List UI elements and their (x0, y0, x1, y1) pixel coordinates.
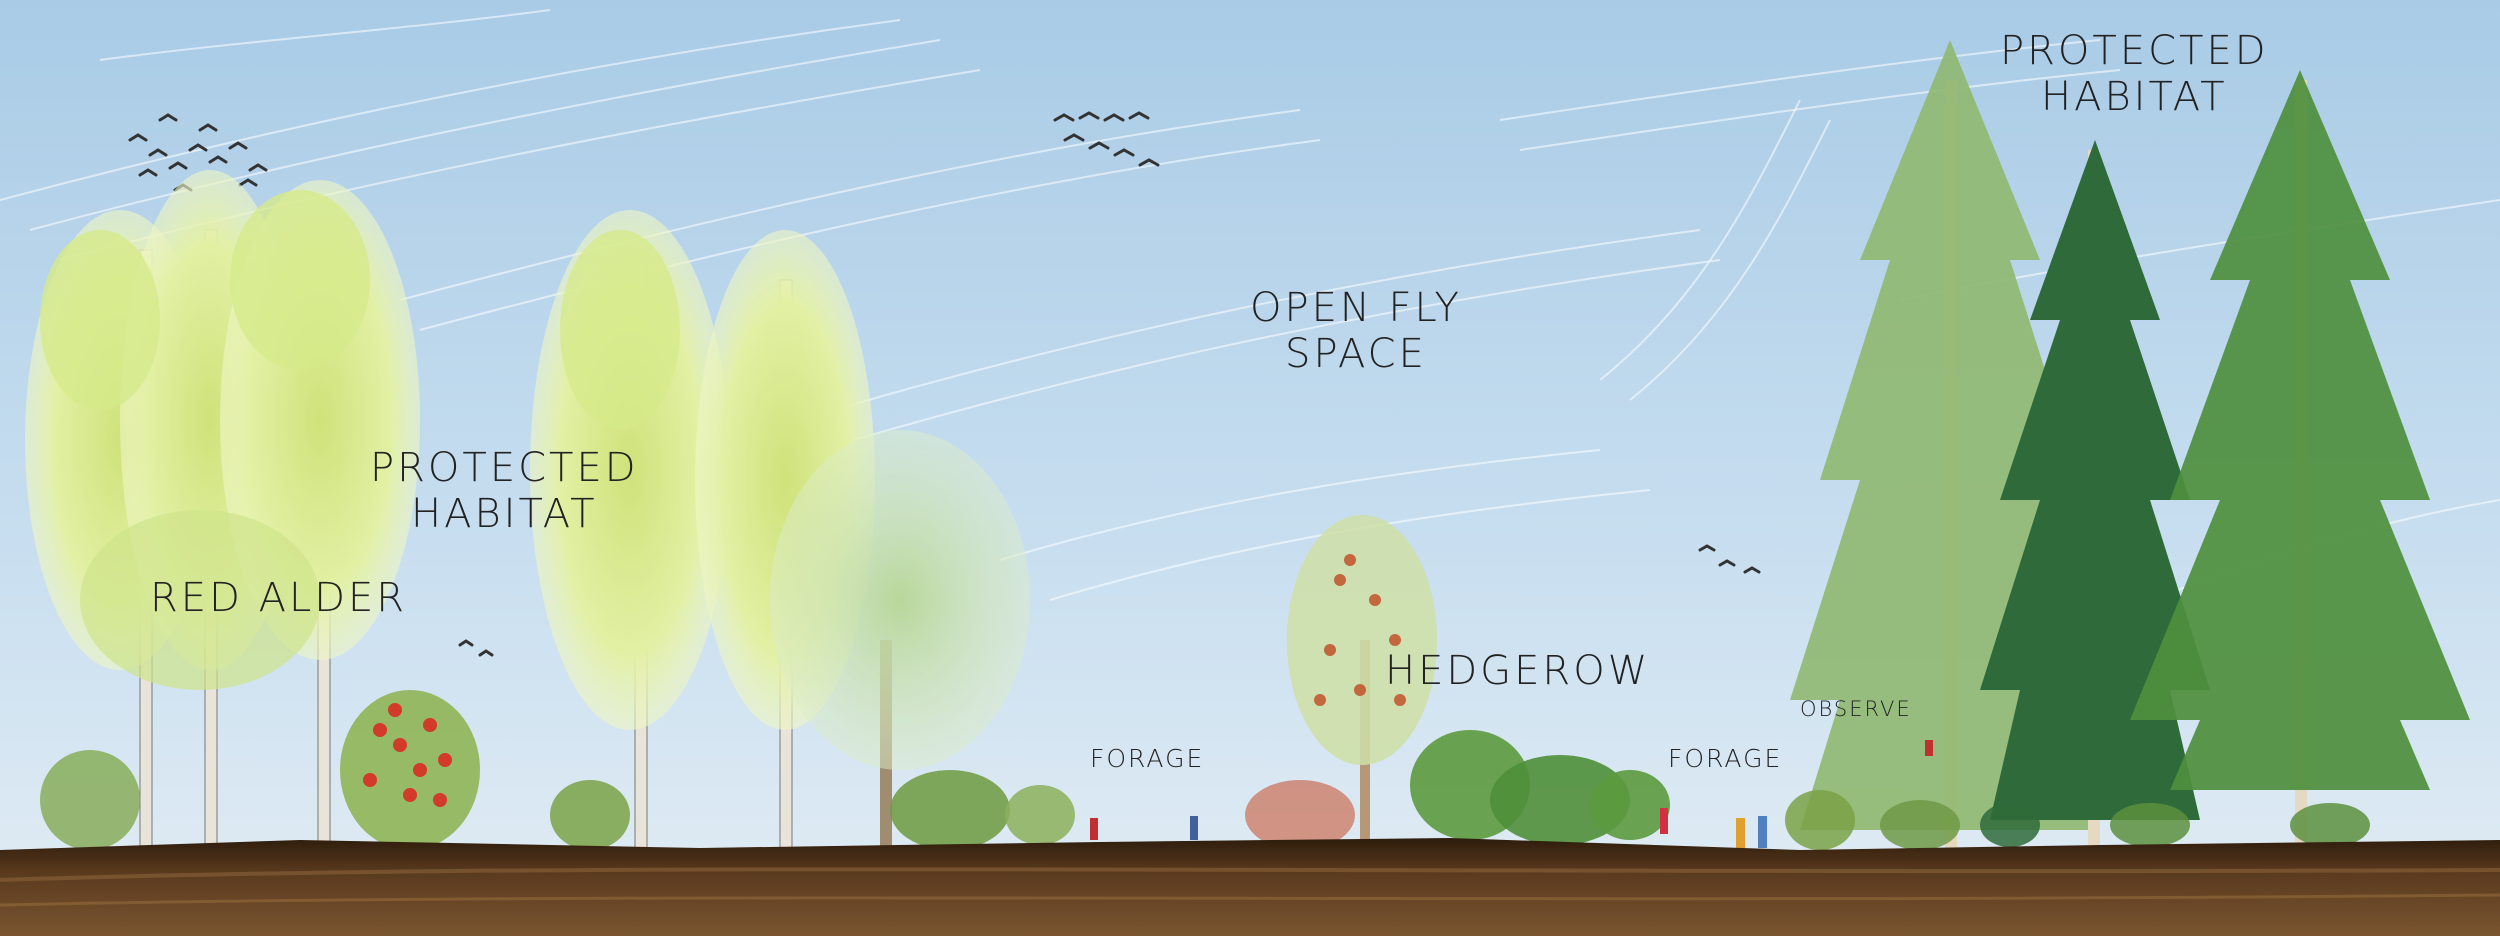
understory-shrubs (40, 730, 2370, 850)
soil-ground (0, 838, 2500, 936)
label-protected-habitat-left: PROTECTED HABITAT (370, 445, 639, 537)
label-protected-habitat-right: PROTECTED HABITAT (2000, 28, 2269, 120)
people-figures (1090, 740, 1933, 848)
label-protected-habitat-right-line2: HABITAT (2041, 74, 2228, 120)
label-forage-left: FORAGE (1090, 744, 1205, 773)
label-open-fly-space-line1: OPEN FLY (1250, 285, 1462, 331)
label-protected-habitat-right-line1: PROTECTED (2000, 28, 2269, 74)
berry-shrub (340, 690, 480, 850)
conifer-medium (2130, 70, 2470, 850)
label-observe: OBSERVE (1800, 697, 1912, 721)
red-alder-grove (25, 170, 420, 851)
conifer-dark (1980, 140, 2210, 850)
pale-deciduous-tree (770, 430, 1030, 850)
label-open-fly-space: OPEN FLY SPACE (1250, 285, 1462, 377)
hedgerow-tree (1287, 515, 1437, 850)
label-red-alder: RED ALDER (150, 575, 408, 621)
label-protected-habitat-left-line1: PROTECTED (370, 445, 639, 491)
label-forage-right: FORAGE (1668, 744, 1783, 773)
label-protected-habitat-left-line2: HABITAT (411, 491, 598, 537)
label-open-fly-space-line2: SPACE (1285, 331, 1427, 377)
label-hedgerow: HEDGEROW (1385, 648, 1651, 694)
